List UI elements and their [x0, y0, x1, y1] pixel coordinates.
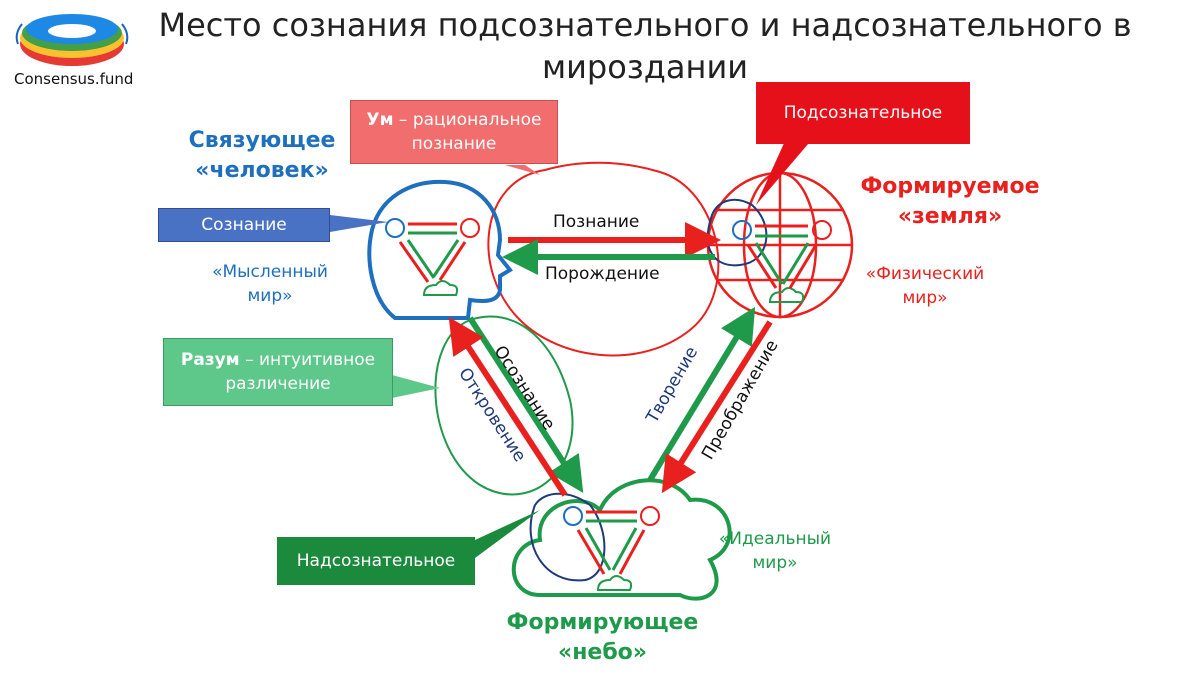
sky-cloud-icon	[511, 478, 732, 601]
human-heading: Связующее «человек»	[188, 128, 336, 183]
logo-text: Consensus.fund	[14, 70, 134, 88]
transformation-arrow	[661, 320, 773, 494]
human-subtitle: «Мысленный мир»	[212, 262, 328, 306]
consciousness-pointer	[330, 215, 388, 232]
sky-heading: Формирующее «небо»	[506, 610, 699, 665]
superconscious-callout: Надсознательное	[277, 537, 475, 585]
sky-subtitle: «Идеальный мир»	[718, 529, 832, 573]
earth-heading: Формируемое «земля»	[860, 174, 1040, 229]
creation-arrow	[647, 306, 756, 482]
human-head-icon	[367, 179, 513, 320]
sky-mini-triangle	[563, 506, 660, 591]
superconscious-pointer	[475, 510, 540, 558]
human-mini-triangle	[385, 218, 480, 296]
earth-globe-icon	[706, 171, 854, 319]
earth-mini-triangle	[732, 220, 832, 303]
subconscious-pointer	[756, 130, 820, 205]
consensus-logo-icon	[15, 14, 129, 66]
generation-label: Порождение	[545, 264, 660, 284]
consciousness-callout: Сознание	[158, 208, 330, 242]
mind-bubble	[487, 161, 720, 357]
reason-callout: Разум – интуитивное различение	[163, 338, 393, 406]
reason-pointer	[392, 375, 440, 398]
mind-callout: Ум – рациональное познание	[350, 100, 558, 164]
mind-pointer	[505, 165, 540, 175]
revelation-arrow	[448, 316, 568, 497]
page-title: Место сознания подсознательного и надсоз…	[158, 6, 1132, 86]
cognition-label: Познание	[553, 212, 640, 232]
earth-subtitle: «Физический мир»	[865, 264, 985, 308]
subconscious-callout: Подсознательное	[756, 82, 970, 144]
awareness-arrow	[467, 316, 584, 494]
